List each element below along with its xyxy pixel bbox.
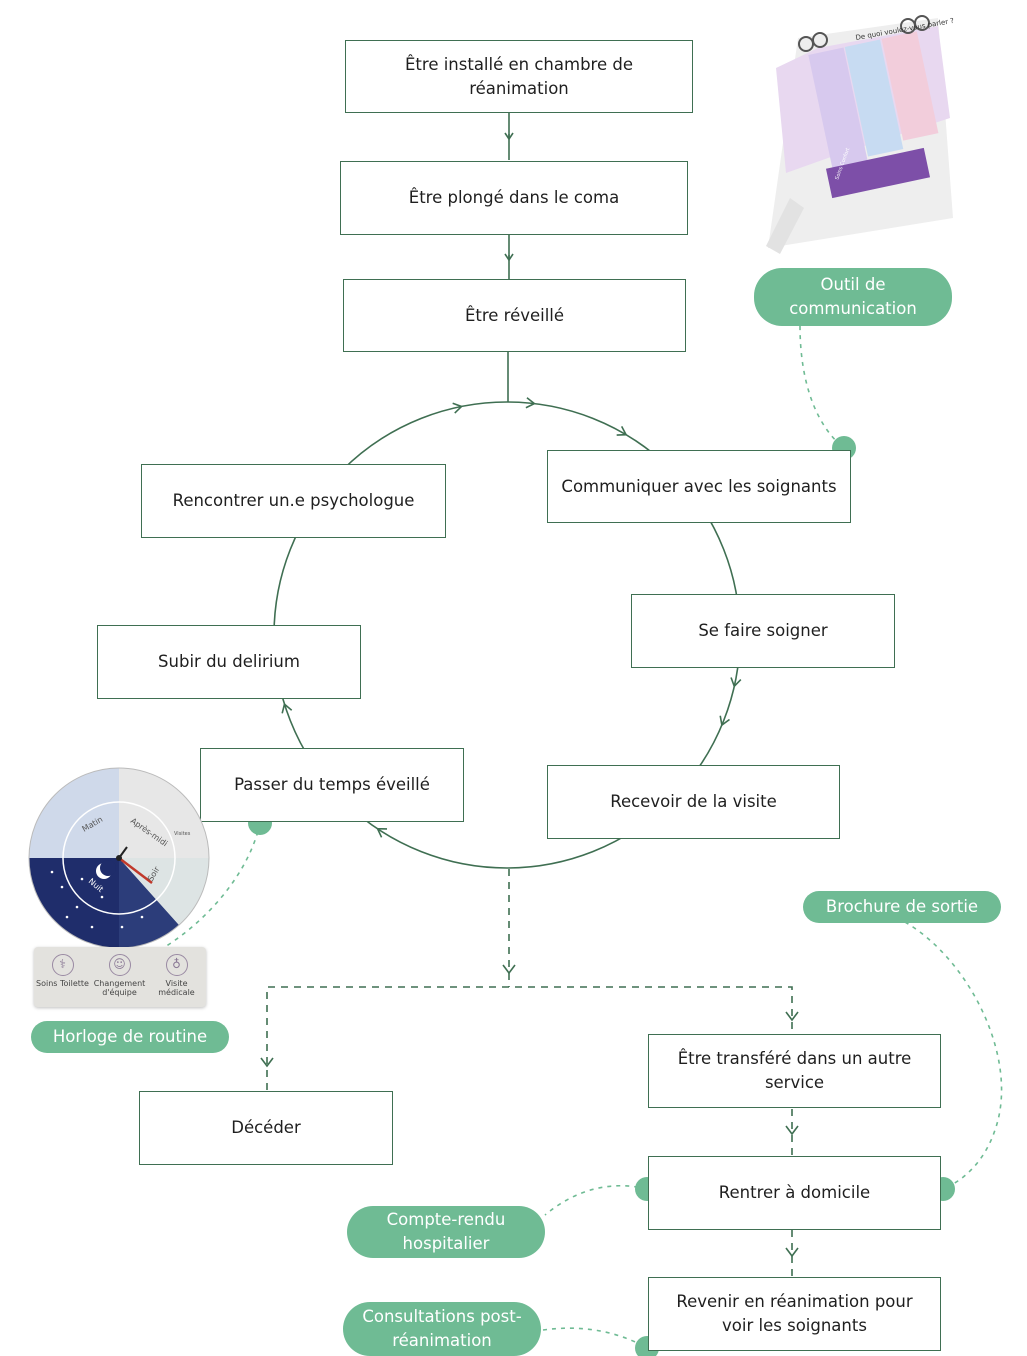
- branch-arrowheads: [260, 964, 799, 1258]
- legend-item-care: ⚕ Soins Toilette: [34, 947, 91, 1007]
- cycle-arrow-3: [730, 677, 742, 688]
- tool-hospital-report: Compte-rendu hospitalier: [347, 1206, 545, 1258]
- cycle-arrow-6: [281, 702, 293, 714]
- step-communicate: Communiquer avec les soignants: [547, 450, 851, 523]
- legend-label-shift: Changement d'équipe: [93, 979, 146, 997]
- step-cared: Se faire soigner: [631, 594, 895, 668]
- tool-discharge-brochure: Brochure de sortie: [803, 891, 1001, 923]
- legend-item-medical: ♁ Visite médicale: [148, 947, 205, 1007]
- routine-clock-image: Matin Après-midi Soir Nuit Visites: [28, 767, 210, 949]
- step-installed: Être installé en chambre de réanimation: [345, 40, 693, 113]
- cycle-arrow-2: [616, 425, 628, 436]
- tool-routine-clock: Horloge de routine: [31, 1021, 229, 1053]
- step-die: Décéder: [139, 1091, 393, 1165]
- stethoscope-icon: ♁: [165, 954, 188, 976]
- clock-side-label: Visites: [174, 831, 191, 837]
- cycle-arrow-5: [376, 827, 388, 838]
- step-transfer: Être transféré dans un autre service: [648, 1034, 941, 1108]
- care-icon: ⚕: [51, 954, 74, 976]
- team-change-icon: ☺: [108, 954, 131, 976]
- routine-clock-legend: ⚕ Soins Toilette ☺ Changement d'équipe ♁…: [34, 947, 206, 1007]
- step-awake-time: Passer du temps éveillé: [200, 748, 464, 822]
- step-visit: Recevoir de la visite: [547, 765, 840, 839]
- legend-item-shift: ☺ Changement d'équipe: [91, 947, 148, 1007]
- step-coma: Être plongé dans le coma: [340, 161, 688, 235]
- legend-label-care: Soins Toilette: [36, 979, 89, 988]
- step-delirium: Subir du delirium: [97, 625, 361, 699]
- tool-communication: Outil de communication: [754, 268, 952, 326]
- step-awake: Être réveillé: [343, 279, 686, 352]
- step-home: Rentrer à domicile: [648, 1156, 941, 1230]
- branch-connectors: [266, 869, 793, 1277]
- legend-label-medical: Visite médicale: [158, 979, 195, 997]
- top-connectors: [504, 113, 514, 402]
- communication-flipbook-image: De quoi voulez-vous parler ? Soins Confo…: [766, 15, 955, 254]
- step-return: Revenir en réanimation pour voir les soi…: [648, 1277, 941, 1351]
- step-psychologist: Rencontrer un.e psychologue: [141, 464, 446, 538]
- cycle-arrow-1: [525, 397, 536, 409]
- cycle-arrow-4: [719, 715, 730, 727]
- cycle-arrow-8: [452, 402, 464, 414]
- tool-post-icu-consult: Consultations post-réanimation: [343, 1302, 541, 1356]
